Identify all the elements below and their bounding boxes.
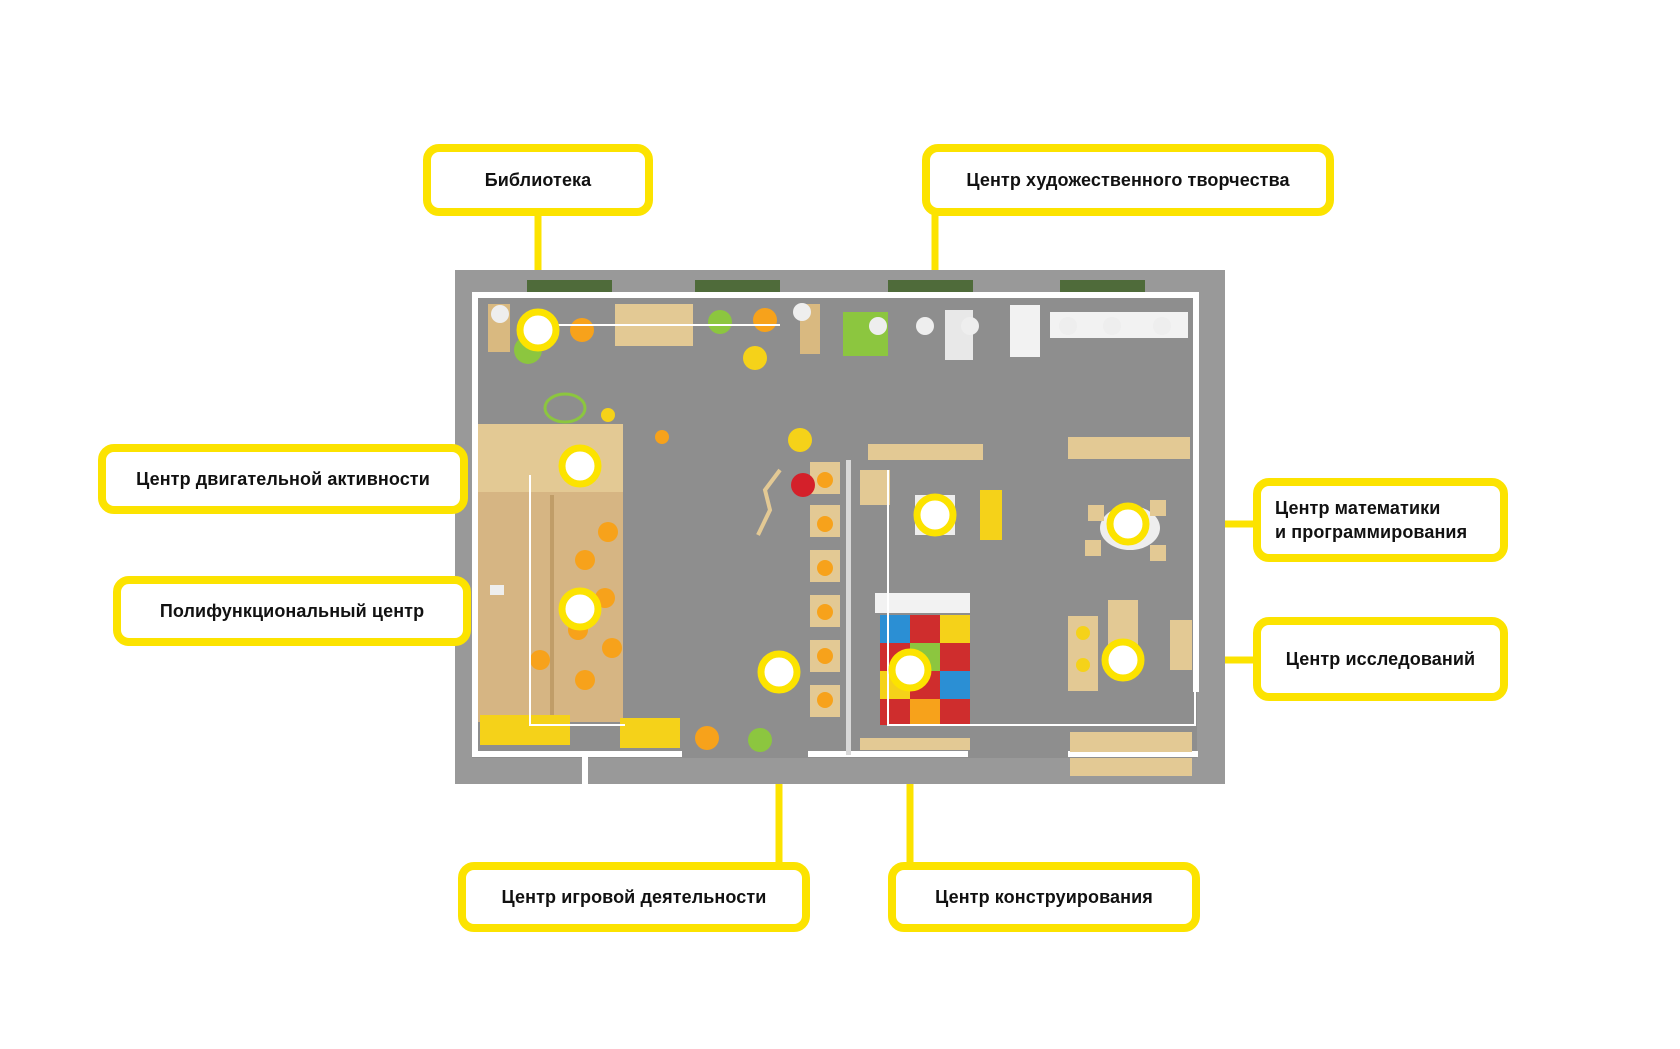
label-research-center: Центр исследований	[1253, 617, 1508, 701]
label-research-center-text: Центр исследований	[1285, 648, 1476, 669]
label-play-center-text: Центр игровой деятельности	[501, 886, 767, 907]
label-art-center-text: Центр художественного творчества	[966, 169, 1290, 190]
label-math-center-line1: Центр математики	[1275, 498, 1441, 518]
label-multi-center-text: Полифункциональный центр	[159, 600, 425, 621]
label-library: Библиотека	[423, 144, 653, 216]
pointer-dots	[516, 308, 1150, 694]
label-multi-center: Полифункциональный центр	[113, 576, 471, 646]
label-play-center: Центр игровой деятельности	[458, 862, 810, 932]
label-math-center: Центр математики и программирования	[1253, 478, 1508, 562]
label-motor-center: Центр двигательной активности	[98, 444, 468, 514]
planters	[527, 280, 1145, 292]
label-construction-center: Центр конструирования	[888, 862, 1200, 932]
label-math-center-line2: и программирования	[1275, 522, 1468, 542]
label-construction-center-text: Центр конструирования	[935, 886, 1153, 907]
label-library-text: Библиотека	[484, 169, 592, 190]
label-motor-center-text: Центр двигательной активности	[136, 468, 430, 489]
label-art-center: Центр художественного творчества	[922, 144, 1334, 216]
route-lines	[529, 470, 1196, 726]
colorful-mat	[880, 615, 970, 725]
